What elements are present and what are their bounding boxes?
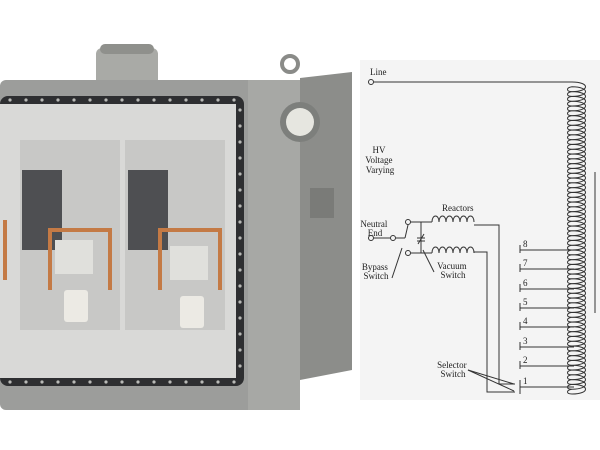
label-reactors: Reactors (442, 203, 474, 213)
tap-label-2: 2 (523, 355, 528, 365)
line-terminal (368, 79, 374, 85)
tap-changer-photo (0, 44, 352, 410)
reactor-top (431, 215, 475, 223)
label-selector-switch: Selector Switch (437, 360, 469, 379)
label-hv: HV Voltage Varying (365, 145, 395, 175)
tap-label-3: 3 (523, 336, 528, 346)
label-bypass-switch: Bypass Switch (362, 262, 390, 281)
tap-label-4: 4 (523, 316, 528, 326)
tap-label-5: 5 (523, 297, 528, 307)
tap-label-1: 1 (523, 376, 528, 386)
tap-label-6: 6 (523, 278, 528, 288)
label-vacuum-switch: Vacuum Switch (437, 261, 469, 280)
label-line: Line (370, 67, 387, 77)
tap-label-8: 8 (523, 239, 528, 249)
schematic-diagram: Line HV Voltage Varying Neutral End Bypa… (360, 60, 600, 400)
label-neutral-end: Neutral End (360, 219, 389, 238)
bypass-switch-blade (404, 224, 409, 239)
reactor-bottom (431, 246, 475, 254)
tap-label-7: 7 (523, 258, 528, 268)
transformer-winding (567, 81, 586, 395)
